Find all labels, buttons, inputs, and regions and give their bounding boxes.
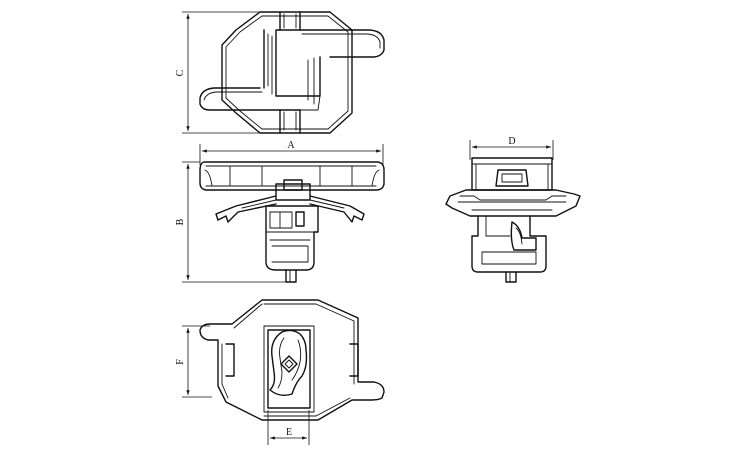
dimension-label-c: C [175, 69, 186, 76]
dimension-b: B [175, 161, 290, 283]
dimension-c: C [175, 11, 290, 134]
dimension-label-b: B [175, 218, 186, 225]
dimension-a: A [199, 140, 384, 165]
dimension-label-d: D [508, 136, 515, 147]
dimension-label-f: F [175, 359, 186, 365]
side-view: D [445, 136, 581, 283]
dimension-e: E [267, 410, 310, 445]
dimension-d: D [469, 136, 554, 160]
dimension-label-e: E [286, 427, 292, 438]
dimension-f: F [175, 325, 212, 398]
front-view: A B [175, 140, 385, 283]
dimension-label-a: A [287, 140, 295, 151]
top-view: C [175, 11, 385, 134]
bottom-view: F E [175, 299, 385, 445]
